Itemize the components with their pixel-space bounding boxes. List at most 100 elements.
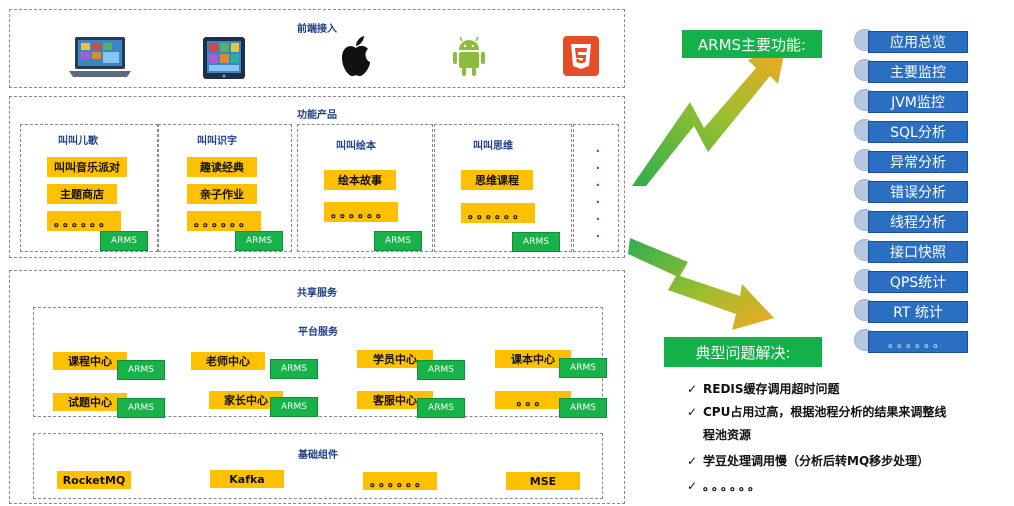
component-kafka: Kafka	[210, 470, 284, 488]
feature-item: 。。。。。。	[854, 329, 968, 353]
arms-features-title: ARMS主要功能:	[682, 30, 822, 58]
issue-item: ✓ 。。。。。。	[687, 477, 763, 496]
product-column-more: ······	[573, 124, 619, 252]
tablet-icon	[203, 37, 245, 79]
dot: ·	[595, 226, 601, 247]
feature-label-more: 。。。。。。	[868, 331, 968, 353]
shared-services-section: 共享服务 平台服务 课程中心 ARMS 老师中心 ARMS 学员中心 ARMS …	[9, 270, 625, 504]
dot: ·	[595, 158, 601, 179]
product-title: 叫叫思维	[473, 141, 513, 152]
service-teacher-center: 老师中心	[191, 352, 265, 370]
check-icon: ✓	[687, 405, 698, 419]
arms-tag: ARMS	[117, 398, 165, 418]
check-icon: ✓	[687, 382, 698, 396]
arms-tag: ARMS	[559, 358, 607, 378]
zigzag-arrow-up-icon	[632, 44, 786, 186]
product-column-erge: 叫叫儿歌 叫叫音乐派对 主题商店 。。。。。。 ARMS	[20, 124, 158, 252]
dot: ·	[595, 141, 601, 162]
service-course-center: 课程中心	[53, 352, 127, 370]
products-title: 功能产品	[297, 110, 337, 121]
issues-title: 典型问题解决:	[664, 337, 822, 367]
feature-item: QPS统计	[854, 269, 968, 293]
check-icon: ✓	[687, 454, 698, 468]
arms-tag: ARMS	[270, 359, 318, 379]
arms-tag: ARMS	[100, 231, 148, 251]
service-student-center: 学员中心	[357, 350, 433, 368]
products-section: 功能产品 叫叫儿歌 叫叫音乐派对 主题商店 。。。。。。 ARMS 叫叫识字 趣…	[9, 96, 625, 258]
feature-item: 错误分析	[854, 179, 968, 203]
component-rocketmq: RocketMQ	[57, 471, 131, 489]
service-more: 。。。	[495, 391, 571, 409]
platform-services: 平台服务 课程中心 ARMS 老师中心 ARMS 学员中心 ARMS 课本中心 …	[33, 307, 607, 418]
arms-tag: ARMS	[374, 231, 422, 251]
arms-tag: ARMS	[417, 398, 465, 418]
front-access-title: 前端接入	[297, 24, 337, 35]
zigzag-arrow-down-icon	[628, 238, 774, 330]
more-products-dots: ······	[595, 141, 601, 247]
arms-tag: ARMS	[235, 231, 283, 251]
arms-tag: ARMS	[270, 397, 318, 417]
service-parent-center: 家长中心	[209, 391, 283, 409]
feature-item: JVM监控	[854, 89, 968, 113]
arms-tag: ARMS	[512, 232, 560, 252]
product-item: 思维课程	[461, 170, 533, 190]
product-item-more: 。。。。。。	[324, 202, 398, 222]
feature-item: 应用总览	[854, 29, 968, 53]
base-components: 基础组件 RocketMQ Kafka 。。。。。。 MSE	[33, 433, 603, 499]
feature-label: QPS统计	[868, 271, 968, 293]
product-item-more: 。。。。。。	[47, 211, 121, 231]
feature-item: 接口快照	[854, 239, 968, 263]
dot: ·	[595, 175, 601, 196]
service-textbook-center: 课本中心	[495, 350, 571, 368]
issue-text: REDIS缓存调用超时问题	[703, 382, 840, 396]
dot: ·	[595, 209, 601, 230]
product-title: 叫叫绘本	[336, 141, 376, 152]
feature-label: JVM监控	[868, 91, 968, 113]
shared-services-title: 共享服务	[297, 288, 337, 299]
feature-item: 线程分析	[854, 209, 968, 233]
check-icon: ✓	[687, 479, 698, 493]
issue-item-continued: 程池资源	[687, 426, 751, 445]
service-question-center: 试题中心	[53, 393, 127, 411]
feature-label: 线程分析	[868, 211, 968, 233]
feature-item: 异常分析	[854, 149, 968, 173]
issue-text: 学豆处理调用慢（分析后转MQ移步处理）	[703, 454, 930, 468]
issue-item: ✓ 学豆处理调用慢（分析后转MQ移步处理）	[687, 452, 929, 471]
feature-label: 接口快照	[868, 241, 968, 263]
product-column-siwei: 叫叫思维 思维课程 。。。。。。 ARMS	[434, 124, 572, 252]
issue-text: 程池资源	[703, 428, 752, 442]
laptop-icon	[69, 37, 131, 77]
feature-label: SQL分析	[868, 121, 968, 143]
product-item: 趣读经典	[187, 157, 257, 177]
product-column-huiben: 叫叫绘本 绘本故事 。。。。。。 ARMS	[297, 124, 433, 252]
issue-text-more: 。。。。。。	[703, 479, 764, 493]
feature-label: 异常分析	[868, 151, 968, 173]
issue-item: ✓ REDIS缓存调用超时问题	[687, 380, 840, 399]
feature-label: RT 统计	[868, 301, 968, 323]
issue-text: CPU占用过高，根据池程分析的结果来调整线	[703, 405, 947, 419]
feature-item: SQL分析	[854, 119, 968, 143]
product-title: 叫叫儿歌	[58, 136, 98, 147]
issue-item: ✓ CPU占用过高，根据池程分析的结果来调整线	[687, 403, 946, 422]
product-title: 叫叫识字	[197, 136, 237, 147]
product-item: 叫叫音乐派对	[47, 157, 127, 177]
product-item: 绘本故事	[324, 170, 396, 190]
product-item: 亲子作业	[187, 184, 257, 204]
product-item-more: 。。。。。。	[461, 203, 535, 223]
feature-item: RT 统计	[854, 299, 968, 323]
service-support-center: 客服中心	[357, 391, 433, 409]
arms-tag: ARMS	[417, 360, 465, 380]
base-components-title: 基础组件	[298, 450, 338, 461]
apple-icon	[342, 36, 370, 77]
dot: ·	[595, 192, 601, 213]
product-column-shizi: 叫叫识字 趣读经典 亲子作业 。。。。。。 ARMS	[158, 124, 292, 252]
android-icon	[453, 36, 485, 76]
feature-label: 应用总览	[868, 31, 968, 53]
feature-label: 主要监控	[868, 61, 968, 83]
feature-item: 主要监控	[854, 59, 968, 83]
platform-services-title: 平台服务	[298, 327, 338, 338]
component-mse: MSE	[506, 472, 580, 490]
feature-label: 错误分析	[868, 181, 968, 203]
product-item-more: 。。。。。。	[187, 211, 261, 231]
arms-tag: ARMS	[117, 360, 165, 380]
